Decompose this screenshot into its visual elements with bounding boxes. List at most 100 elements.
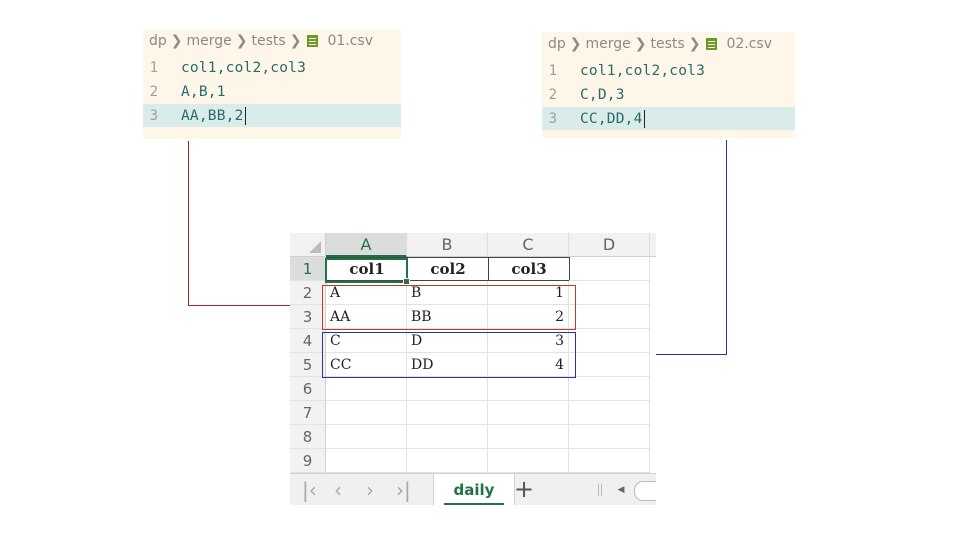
table-cell[interactable]: BB xyxy=(407,305,488,329)
empty-cell[interactable] xyxy=(569,281,650,305)
breadcrumb-item[interactable]: merge xyxy=(186,33,232,49)
line-text[interactable]: CC,DD,4 xyxy=(580,110,643,127)
next-sheet-icon[interactable]: › xyxy=(366,478,374,502)
add-sheet-button[interactable]: + xyxy=(514,475,535,503)
connector-line-red xyxy=(188,305,322,306)
row-header[interactable]: 9 xyxy=(290,449,326,473)
code-line[interactable]: 2 A,B,1 xyxy=(143,80,401,103)
line-text[interactable]: col1,col2,col3 xyxy=(181,59,307,76)
code-line[interactable]: 1 col1,col2,col3 xyxy=(143,56,401,79)
code-line-active[interactable]: 3 AA,BB,2 xyxy=(143,104,401,127)
line-text[interactable]: col1,col2,col3 xyxy=(580,62,706,79)
empty-cell[interactable] xyxy=(326,377,407,401)
empty-cell[interactable] xyxy=(569,353,650,377)
csv-file-icon xyxy=(706,38,718,50)
empty-cell[interactable] xyxy=(569,449,650,473)
table-cell[interactable]: 3 xyxy=(488,329,569,353)
chevron-right-icon: ❯ xyxy=(569,36,582,52)
line-text-wrap[interactable]: CC,DD,4 xyxy=(580,109,645,128)
empty-cell[interactable] xyxy=(569,425,650,449)
table-cell[interactable]: 4 xyxy=(488,353,569,377)
breadcrumb-item[interactable]: dp xyxy=(149,33,167,49)
sheet-tab-bar: |‹ ‹ › ›| daily + ◀ xyxy=(290,473,656,505)
breadcrumb-file[interactable]: 02.csv xyxy=(726,36,772,52)
code-line[interactable]: 1 col1,col2,col3 xyxy=(542,59,795,82)
last-sheet-icon[interactable]: ›| xyxy=(396,478,411,502)
header-cell[interactable]: col3 xyxy=(488,257,570,281)
spreadsheet: A B C D 1 2 3 4 5 6 7 8 9 col1 col2 col3… xyxy=(290,233,656,505)
breadcrumb-item[interactable]: tests xyxy=(650,36,685,52)
sheet-tab-daily[interactable]: daily xyxy=(433,474,515,505)
breadcrumb-item[interactable]: dp xyxy=(548,36,566,52)
text-cursor xyxy=(244,106,246,125)
column-header-e[interactable] xyxy=(650,233,656,257)
select-all-corner[interactable] xyxy=(290,233,326,257)
empty-cell[interactable] xyxy=(488,449,569,473)
connector-line-red xyxy=(188,141,189,306)
line-number: 2 xyxy=(548,86,557,103)
breadcrumb-file[interactable]: 01.csv xyxy=(327,33,373,49)
breadcrumb: dp ❯ merge ❯ tests ❯ 02.csv xyxy=(548,36,772,52)
empty-cell[interactable] xyxy=(569,329,650,353)
row-header[interactable]: 5 xyxy=(290,353,326,377)
table-cell[interactable]: 1 xyxy=(488,281,569,305)
empty-cell[interactable] xyxy=(569,401,650,425)
empty-cell[interactable] xyxy=(569,257,650,281)
row-header[interactable]: 3 xyxy=(290,305,326,329)
line-number: 1 xyxy=(149,59,158,76)
breadcrumb-item[interactable]: merge xyxy=(585,36,631,52)
row-header[interactable]: 1 xyxy=(290,257,326,281)
column-header-a[interactable]: A xyxy=(326,233,407,257)
line-text[interactable]: C,D,3 xyxy=(580,86,625,103)
header-cell[interactable]: col2 xyxy=(407,257,489,281)
breadcrumb-item[interactable]: tests xyxy=(251,33,286,49)
scrollbar-splitter[interactable] xyxy=(598,484,599,496)
table-cell[interactable]: CC xyxy=(326,353,407,377)
line-text-wrap[interactable]: AA,BB,2 xyxy=(181,106,246,125)
empty-cell[interactable] xyxy=(407,449,488,473)
table-cell[interactable]: C xyxy=(326,329,407,353)
empty-cell[interactable] xyxy=(407,425,488,449)
table-cell[interactable]: A xyxy=(326,281,407,305)
table-cell[interactable]: AA xyxy=(326,305,407,329)
chevron-right-icon: ❯ xyxy=(634,36,647,52)
horizontal-scrollbar-thumb[interactable] xyxy=(634,481,656,501)
column-header-b[interactable]: B xyxy=(407,233,488,257)
prev-sheet-icon[interactable]: ‹ xyxy=(334,478,342,502)
empty-cell[interactable] xyxy=(326,449,407,473)
column-header-d[interactable]: D xyxy=(569,233,650,257)
table-cell[interactable]: B xyxy=(407,281,488,305)
line-number: 1 xyxy=(548,62,557,79)
row-header[interactable]: 6 xyxy=(290,377,326,401)
empty-cell[interactable] xyxy=(488,401,569,425)
empty-cell[interactable] xyxy=(488,377,569,401)
selected-cell-a1[interactable] xyxy=(325,258,410,285)
column-header-c[interactable]: C xyxy=(488,233,569,257)
empty-cell[interactable] xyxy=(569,305,650,329)
line-text[interactable]: AA,BB,2 xyxy=(181,107,244,124)
line-number: 3 xyxy=(548,110,557,127)
row-header[interactable]: 2 xyxy=(290,281,326,305)
table-cell[interactable]: D xyxy=(407,329,488,353)
empty-cell[interactable] xyxy=(488,425,569,449)
line-number: 2 xyxy=(149,83,158,100)
code-line-active[interactable]: 3 CC,DD,4 xyxy=(542,107,795,130)
line-number: 3 xyxy=(149,107,158,124)
table-cell[interactable]: DD xyxy=(407,353,488,377)
row-header[interactable]: 4 xyxy=(290,329,326,353)
row-header[interactable]: 7 xyxy=(290,401,326,425)
line-text[interactable]: A,B,1 xyxy=(181,83,226,100)
empty-cell[interactable] xyxy=(326,425,407,449)
empty-cell[interactable] xyxy=(569,377,650,401)
chevron-right-icon: ❯ xyxy=(688,36,701,52)
text-cursor xyxy=(643,109,645,128)
empty-cell[interactable] xyxy=(407,377,488,401)
row-header[interactable]: 8 xyxy=(290,425,326,449)
empty-cell[interactable] xyxy=(407,401,488,425)
table-cell[interactable]: 2 xyxy=(488,305,569,329)
scroll-left-icon[interactable]: ◀ xyxy=(617,485,625,495)
chevron-right-icon: ❯ xyxy=(235,33,248,49)
first-sheet-icon[interactable]: |‹ xyxy=(302,478,317,502)
code-line[interactable]: 2 C,D,3 xyxy=(542,83,795,106)
empty-cell[interactable] xyxy=(326,401,407,425)
